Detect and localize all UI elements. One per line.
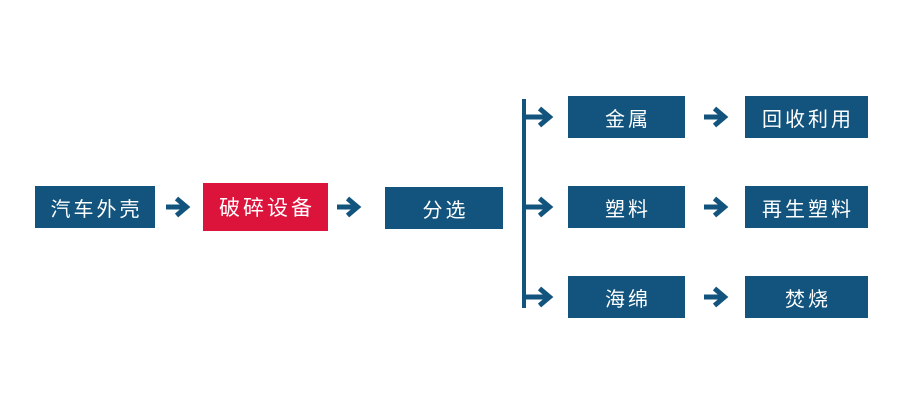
node-plastic-label: 塑料 (605, 198, 651, 221)
branch-arrow-icon (523, 286, 554, 308)
node-recycled-plastic: 再生塑料 (745, 186, 868, 228)
node-car-shell: 汽车外壳 (35, 186, 155, 228)
flow-arrow-icon (704, 106, 729, 128)
flow-arrow-icon (166, 196, 191, 218)
flow-arrow-icon (704, 196, 729, 218)
node-crushing-equipment: 破碎设备 (203, 183, 328, 231)
node-sponge: 海绵 (568, 276, 685, 318)
node-sorting-label: 分选 (422, 199, 469, 222)
node-incineration: 焚烧 (745, 276, 868, 318)
node-recycling-label: 回收利用 (762, 108, 854, 131)
node-recycled-plastic-label: 再生塑料 (762, 198, 854, 221)
node-recycling: 回收利用 (745, 96, 868, 138)
flow-arrow-icon (337, 196, 362, 218)
node-plastic: 塑料 (568, 186, 685, 228)
node-sorting: 分选 (385, 187, 503, 229)
branch-connector-line (522, 99, 526, 308)
branch-arrow-icon (523, 196, 554, 218)
node-incineration-label: 焚烧 (785, 288, 831, 311)
node-crushing-equipment-label: 破碎设备 (219, 197, 315, 220)
branch-arrow-icon (523, 106, 554, 128)
node-metal: 金属 (568, 96, 685, 138)
node-metal-label: 金属 (605, 108, 651, 131)
flow-arrow-icon (704, 286, 729, 308)
node-sponge-label: 海绵 (605, 288, 651, 311)
node-car-shell-label: 汽车外壳 (50, 198, 143, 221)
